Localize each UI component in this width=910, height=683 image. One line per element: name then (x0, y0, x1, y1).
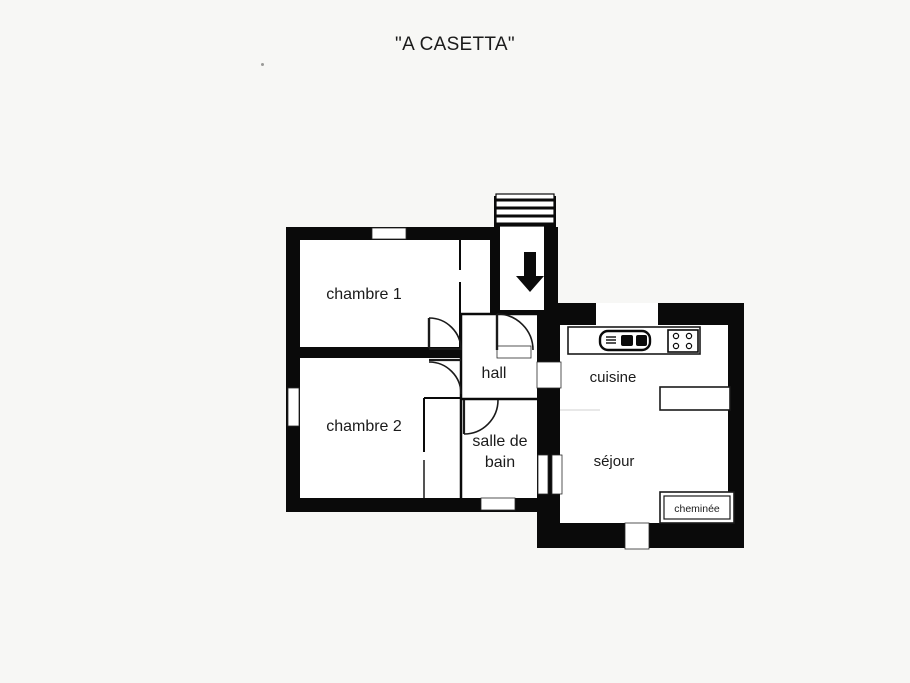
opening-cuisine-hall (536, 361, 562, 389)
sink-bowl-1 (621, 335, 633, 346)
entrance-direction-arrow (516, 252, 544, 292)
arrow-down-icon (516, 252, 544, 292)
window-sejour-west-a (537, 454, 549, 495)
label-sejour: séjour (594, 453, 635, 470)
door-swing-chambre-1 (428, 317, 462, 351)
room-salle-de-bain-floor (461, 400, 537, 498)
window-sejour-south (624, 522, 650, 550)
label-cuisine: cuisine (590, 369, 637, 386)
label-chambre-1: chambre 1 (326, 286, 402, 303)
stove-burner-1 (672, 332, 680, 340)
label-hall: hall (482, 365, 507, 382)
interior-partitions (423, 240, 600, 498)
sink-bowl-2 (636, 335, 647, 346)
label-chambre-2: chambre 2 (326, 418, 402, 435)
kitchen-fixtures (567, 326, 731, 411)
door-swing-salle-de-bain (463, 399, 499, 435)
stove-burner-2 (685, 332, 693, 340)
window-chambre-2-west (287, 387, 300, 427)
opening-entry-threshold (496, 345, 532, 359)
label-salle-de-bain-line1: salle de (472, 433, 527, 450)
cheminee-inner (663, 495, 731, 520)
window-chambre-1-north (371, 227, 407, 240)
label-cheminee: cheminée (674, 503, 720, 515)
window-sejour-west-b (551, 454, 563, 495)
door-swing-entry (496, 313, 534, 351)
fireplace-fixture (659, 491, 735, 524)
room-chambre-1-floor (300, 240, 460, 347)
window-salle-de-bain-south (480, 497, 516, 511)
window-cuisine-north (596, 303, 658, 327)
stove-burner-3 (672, 342, 680, 350)
room-interiors (300, 226, 728, 523)
page-title: "A CASETTA" (395, 34, 515, 55)
door-swing-chambre-2 (428, 361, 462, 395)
chambre-2-wardrobe (423, 397, 460, 452)
openings (287, 227, 658, 550)
cuisine-cabinet (659, 386, 731, 411)
entry-vestibule-floor (500, 226, 544, 310)
label-salle-de-bain-line2: bain (485, 454, 515, 471)
entry-stairs (495, 193, 555, 227)
scan-speck (261, 63, 264, 66)
room-chambre-2-floor (300, 358, 460, 498)
stove-burner-4 (685, 342, 693, 350)
kitchen-stove (667, 329, 699, 353)
room-labels: chambre 1 chambre 2 hall salle de bain c… (326, 286, 720, 515)
door-swings (427, 313, 534, 435)
